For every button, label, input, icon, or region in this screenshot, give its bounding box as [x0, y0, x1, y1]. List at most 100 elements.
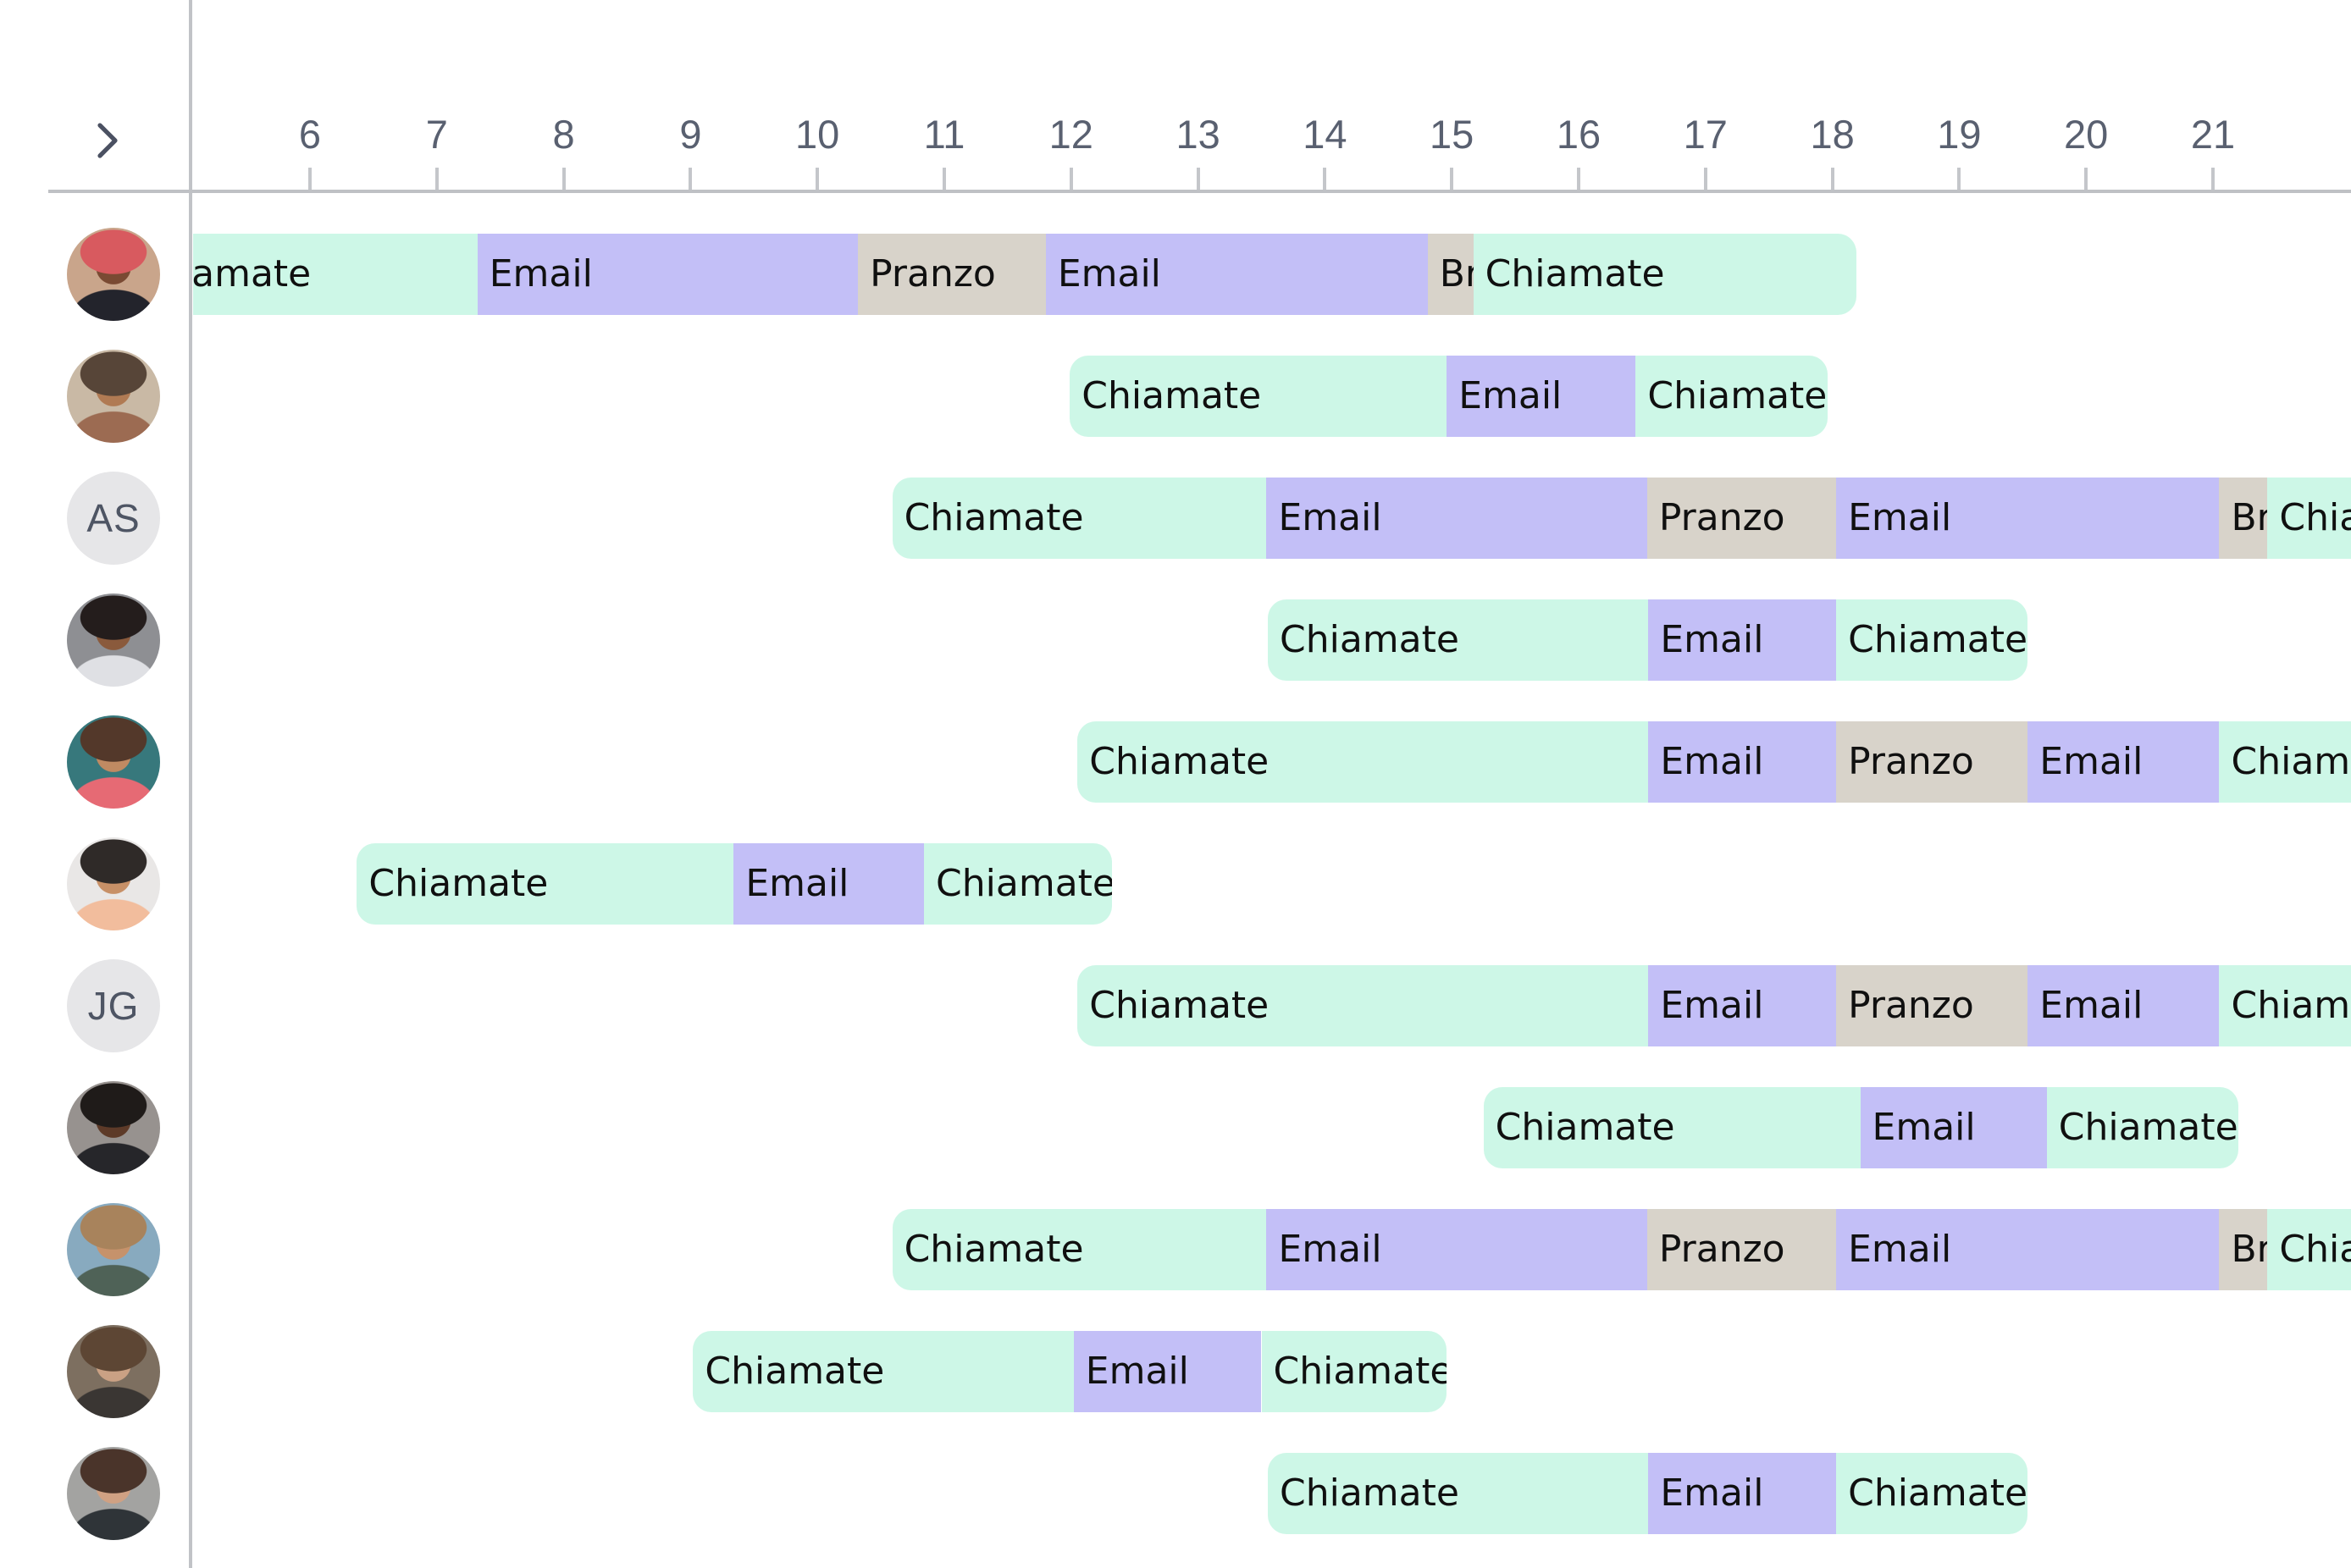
avatar-photo-smiling-woman-pink-top-teal-background [67, 715, 160, 809]
event-bar-chiamate[interactable]: Chiamate [357, 843, 734, 925]
row-track: ChiamateEmailPranzoEmailBreakChiamate [193, 1189, 2351, 1311]
event-bar-email[interactable]: Email [1648, 721, 1837, 803]
event-bar-chiamate[interactable]: Chiamate [693, 1331, 1074, 1412]
event-bar-chiamate[interactable]: Chiamate [1473, 234, 1857, 315]
hour-label: 21 [2190, 112, 2236, 157]
event-bar-chiamate[interactable]: Chiamate [892, 1209, 1267, 1290]
hour-tick [1196, 168, 1200, 190]
event-bar-email[interactable]: Email [1860, 1087, 2047, 1168]
event-bar-chiamate[interactable]: Chiamate [892, 478, 1267, 559]
event-bar-chiamate[interactable]: Chiamate [1077, 965, 1649, 1046]
hour-tick [2084, 168, 2088, 190]
event-bar-chiamate[interactable]: Chiamate [2219, 721, 2351, 803]
event-bar-chiamate[interactable]: Chiamate [924, 843, 1112, 925]
event-bar-email[interactable]: Email [1266, 478, 1647, 559]
event-bar-break[interactable]: Break [2219, 478, 2268, 559]
hour-label: 18 [1810, 112, 1855, 157]
avatar-photo-woman-dark-hair-peach-top-light-background [67, 837, 160, 930]
hour-label: 10 [795, 112, 840, 157]
event-bar-chiamate[interactable]: Chiamate [1635, 356, 1828, 437]
event-bar-email[interactable]: Email [733, 843, 925, 925]
hour-label: 6 [298, 112, 322, 157]
hour-tick [1957, 168, 1961, 190]
hour-tick [943, 168, 946, 190]
event-bar-chiamate[interactable]: Chiamate [1261, 1331, 1447, 1412]
event-bar-email[interactable]: Email [1836, 478, 2220, 559]
event-bar-chiamate[interactable]: Chiamate [1836, 1453, 2028, 1534]
event-bar-pranzo[interactable]: Pranzo [1646, 478, 1837, 559]
event-bar-chiamate[interactable]: Chiamate [1267, 1453, 1649, 1534]
event-bar-chiamate[interactable]: Chiamate [1077, 721, 1649, 803]
hour-label: 11 [923, 112, 965, 157]
event-bar-email[interactable]: Email [1836, 1209, 2220, 1290]
event-bar-chiamate[interactable]: Chiamate [1483, 1087, 1861, 1168]
event-bar-chiamate[interactable]: Chiamate [2219, 965, 2351, 1046]
event-bar-break[interactable]: Break [1427, 234, 1474, 315]
schedule-row: ChiamateEmailPranzoEmailChiamate [0, 701, 2351, 823]
event-bar-chiamate[interactable]: Chiamate [2267, 478, 2351, 559]
event-bar-pranzo[interactable]: Pranzo [1836, 965, 2028, 1046]
avatar-photo-man-light-brown-hair-outdoors [67, 1203, 160, 1296]
schedule-row: JGChiamateEmailPranzoEmailChiamate [0, 945, 2351, 1067]
avatar-photo-man-red-hair-dark-hoodie [67, 228, 160, 321]
hour-label: 20 [2064, 112, 2109, 157]
event-bar-pranzo[interactable]: Pranzo [1646, 1209, 1837, 1290]
hour-tick [434, 168, 439, 190]
event-bar-chiamate[interactable]: Chiamate [2046, 1087, 2238, 1168]
avatar-initials: JG [67, 959, 160, 1052]
hour-tick [308, 168, 312, 190]
hour-tick [816, 168, 820, 190]
event-bar-chiamate[interactable]: Chiamate [1070, 356, 1447, 437]
avatar-photo-laughing-man-dark-jacket [67, 1081, 160, 1174]
event-bar-chiamate[interactable]: Chiamate [2267, 1209, 2351, 1290]
event-bar-email[interactable]: Email [1648, 965, 1837, 1046]
event-bar-email[interactable]: Email [477, 234, 859, 315]
event-bar-email[interactable]: Email [1648, 599, 1837, 681]
event-bar-email[interactable]: Email [1045, 234, 1428, 315]
row-track: ChiamateEmailPranzoEmailChiamate [193, 945, 2351, 1067]
hour-tick [689, 168, 693, 190]
axis-line [48, 190, 2351, 193]
event-bar-break[interactable]: Break [2219, 1209, 2268, 1290]
collapse-sidebar-button[interactable] [80, 112, 134, 169]
event-bar-email[interactable]: Email [1073, 1331, 1262, 1412]
event-bar-pranzo[interactable]: Pranzo [1836, 721, 2028, 803]
avatar-photo-woman-long-brown-hair [67, 1325, 160, 1418]
event-bar-chiamate[interactable]: Chiamate [1267, 599, 1649, 681]
event-bar-pranzo[interactable]: Pranzo [858, 234, 1046, 315]
avatar-photo-man-sunglasses-tan-jacket [67, 350, 160, 443]
hour-label: 12 [1048, 112, 1093, 157]
hour-tick [1069, 168, 1073, 190]
event-bar-email[interactable]: Email [1648, 1453, 1837, 1534]
hour-tick [1323, 168, 1327, 190]
sidebar-divider [189, 0, 192, 1568]
hour-label: 7 [425, 112, 448, 157]
hour-label: 9 [679, 112, 702, 157]
chevron-right-icon [92, 119, 121, 162]
row-track: ChiamateEmailPranzoEmailBreakChiamate [193, 457, 2351, 579]
schedule-row: ChiamateEmailPranzoEmailBreakChiamate [0, 1189, 2351, 1311]
event-bar-email[interactable]: Email [2027, 721, 2220, 803]
hour-tick [2211, 168, 2215, 190]
event-bar-chiamate[interactable]: Chiamate [1836, 599, 2028, 681]
avatar-photo-smiling-woman-long-dark-hair [67, 1447, 160, 1540]
event-bar-email[interactable]: Email [2027, 965, 2220, 1046]
event-bar-chiamate[interactable]: Chiamate [193, 234, 478, 315]
hour-label: 8 [552, 112, 575, 157]
avatar-initials: AS [67, 472, 160, 565]
event-bar-email[interactable]: Email [1266, 1209, 1647, 1290]
row-track: ChiamateEmailPranzoEmailChiamate [193, 701, 2351, 823]
schedule-row: ChiamateEmailPranzoEmailBreakChiamate [0, 213, 2351, 335]
event-bar-email[interactable]: Email [1447, 356, 1636, 437]
